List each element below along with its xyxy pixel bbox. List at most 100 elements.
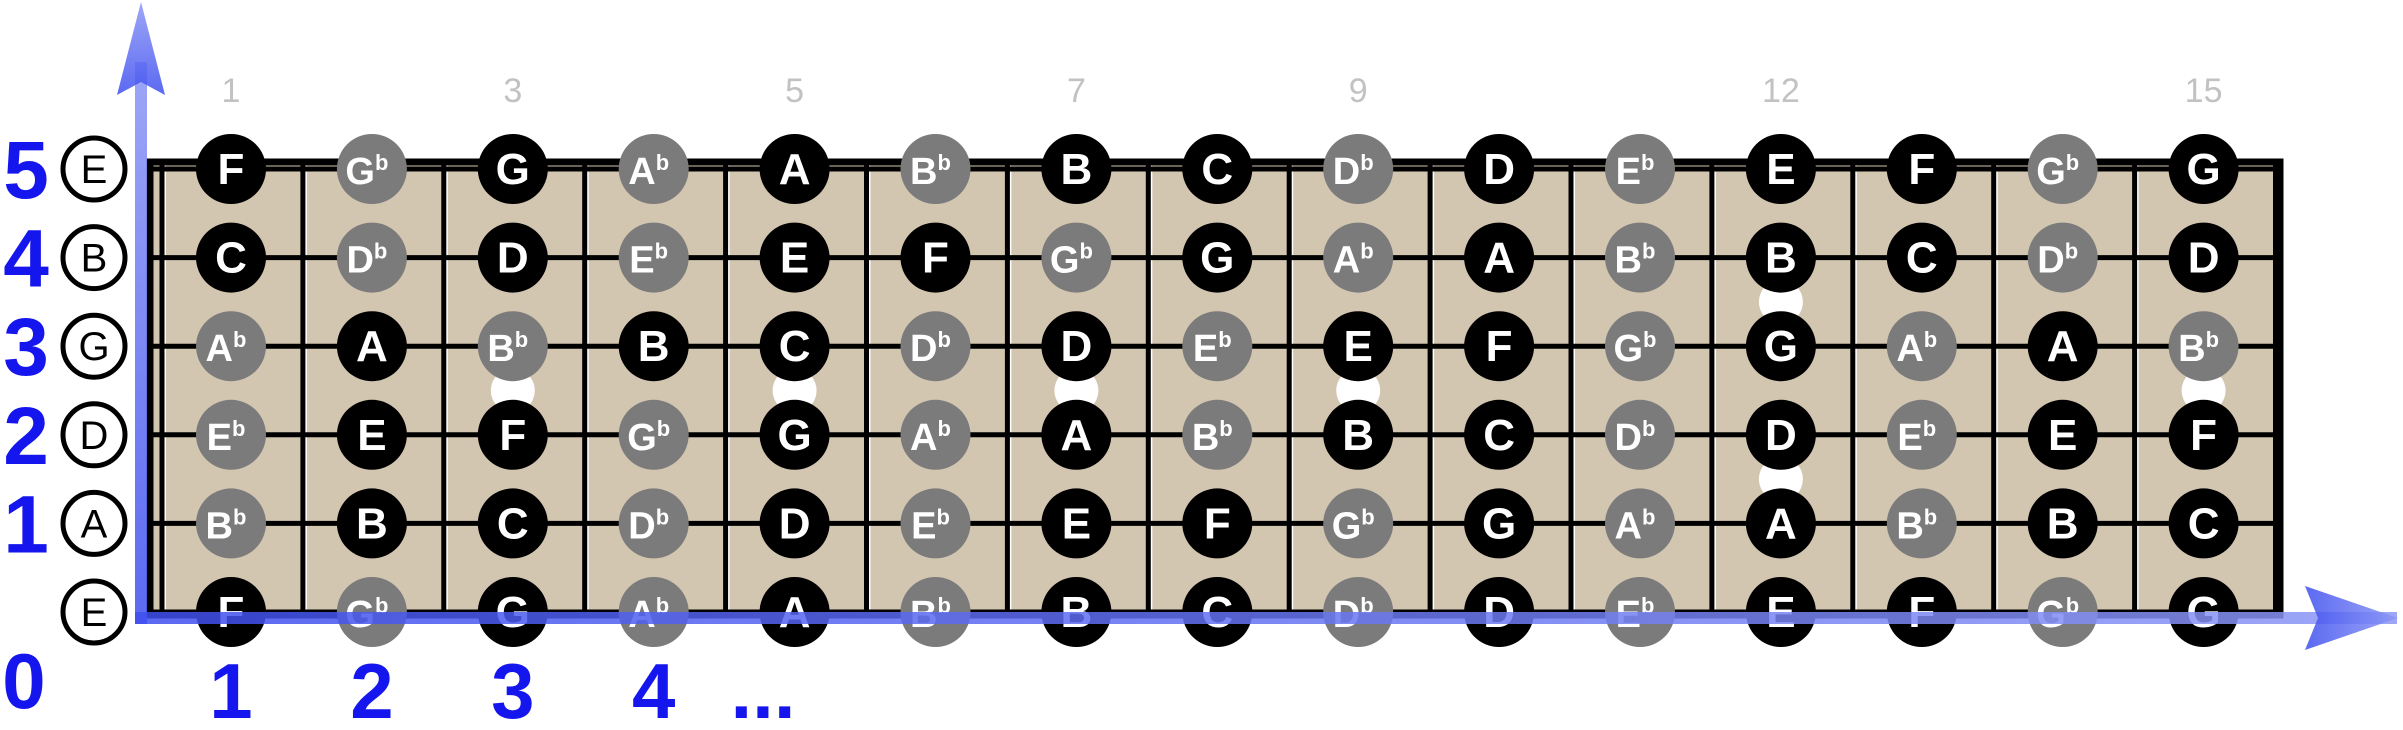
note-label: G — [1764, 322, 1798, 371]
note-circle — [1464, 134, 1535, 204]
note-label: Eb — [1193, 327, 1232, 370]
string-axis-number: 3 — [3, 302, 49, 393]
note-label: B — [356, 499, 388, 548]
note-circle — [2027, 399, 2098, 470]
note-label: C — [1906, 234, 1938, 283]
note-label: F — [922, 234, 949, 283]
note-label: F — [1204, 499, 1231, 548]
note-circle — [2168, 311, 2239, 382]
note-circle — [1041, 134, 1112, 204]
note-label: Gb — [345, 150, 388, 193]
note-marker: Eb — [1605, 134, 1675, 204]
note-circle — [759, 488, 830, 559]
note-label: Gb — [1050, 239, 1093, 282]
x-axis-line — [135, 612, 2397, 624]
note-circle — [2168, 222, 2239, 293]
note-circle — [477, 311, 548, 382]
note-marker: F — [2168, 399, 2239, 470]
note-marker: B — [1323, 399, 1394, 470]
open-string-letter: G — [78, 325, 109, 369]
note-circle — [1182, 134, 1253, 204]
note-label: G — [496, 145, 530, 194]
note-circle — [196, 488, 266, 559]
y-axis-arrowhead — [117, 2, 165, 95]
note-circle — [336, 222, 407, 293]
note-label: E — [1062, 499, 1091, 548]
fret-number-label: 15 — [2185, 72, 2223, 110]
note-label: Bb — [487, 327, 528, 370]
note-circle — [2168, 488, 2239, 559]
note-marker: D — [2168, 222, 2239, 293]
note-marker: Eb — [1886, 399, 1957, 470]
note-label: Ab — [206, 327, 247, 370]
note-marker: A — [759, 134, 830, 204]
note-marker: Gb — [618, 399, 689, 470]
note-label: Gb — [627, 416, 670, 459]
note-marker: G — [759, 399, 830, 470]
note-circle — [900, 488, 971, 559]
note-label: Ab — [1896, 327, 1937, 370]
note-marker: Db — [1605, 399, 1675, 470]
note-circle — [1323, 134, 1394, 204]
note-label: C — [497, 499, 529, 548]
note-label: Gb — [1332, 504, 1375, 547]
open-string-letter: D — [80, 414, 109, 458]
note-label: Eb — [207, 416, 246, 459]
open-string-circle — [60, 578, 128, 646]
note-label: Bb — [1896, 504, 1937, 547]
note-label: D — [779, 499, 811, 548]
note-circle — [1323, 311, 1394, 382]
note-circle — [1464, 311, 1535, 382]
note-marker: C — [1464, 399, 1535, 470]
note-label: Bb — [206, 504, 247, 547]
open-string-circle — [60, 135, 128, 203]
fret-number-label: 12 — [1762, 72, 1800, 110]
inlay-dot — [2181, 368, 2226, 413]
string-axis-number: 4 — [3, 214, 49, 305]
note-label: Eb — [629, 239, 668, 282]
note-marker: Ab — [1605, 488, 1675, 559]
x-axis-number: ... — [730, 647, 795, 725]
note-circle — [196, 311, 266, 382]
note-marker: G — [477, 134, 548, 204]
note-marker: A — [1041, 399, 1112, 470]
note-marker: Bb — [900, 134, 971, 204]
note-marker: G — [1745, 311, 1816, 382]
note-circle — [477, 134, 548, 204]
open-string-circle — [60, 489, 128, 557]
note-marker: E — [1323, 311, 1394, 382]
note-label: C — [2188, 499, 2220, 548]
note-marker: Bb — [1605, 222, 1675, 293]
note-label: E — [1344, 322, 1373, 371]
note-label: Ab — [628, 150, 669, 193]
fret-number-label: 5 — [785, 72, 804, 110]
note-marker: Db — [618, 488, 689, 559]
open-string-circle — [60, 224, 128, 292]
open-string-letter: E — [81, 591, 108, 635]
note-marker: B — [2027, 488, 2098, 559]
x-axis-number: 1 — [209, 647, 252, 725]
note-circle — [1745, 134, 1816, 204]
origin-label: 0 — [2, 637, 45, 725]
note-label: F — [2190, 411, 2217, 460]
note-label: G — [1482, 499, 1516, 548]
open-string-circle — [60, 401, 128, 469]
note-circle — [1464, 399, 1535, 470]
note-label: C — [779, 322, 811, 371]
note-circle — [1745, 488, 1816, 559]
note-label: E — [780, 234, 809, 283]
note-circle — [1041, 488, 1112, 559]
note-circle — [1886, 488, 1957, 559]
note-marker: D — [477, 222, 548, 293]
note-circle — [1605, 134, 1675, 204]
note-marker: F — [1464, 311, 1535, 382]
note-circle — [900, 399, 971, 470]
note-circle — [1745, 222, 1816, 293]
note-marker: Db — [1323, 134, 1394, 204]
note-circle — [618, 311, 689, 382]
note-label: F — [218, 145, 245, 194]
note-label: D — [1483, 145, 1515, 194]
note-marker: Gb — [1323, 488, 1394, 559]
note-circle — [759, 311, 830, 382]
